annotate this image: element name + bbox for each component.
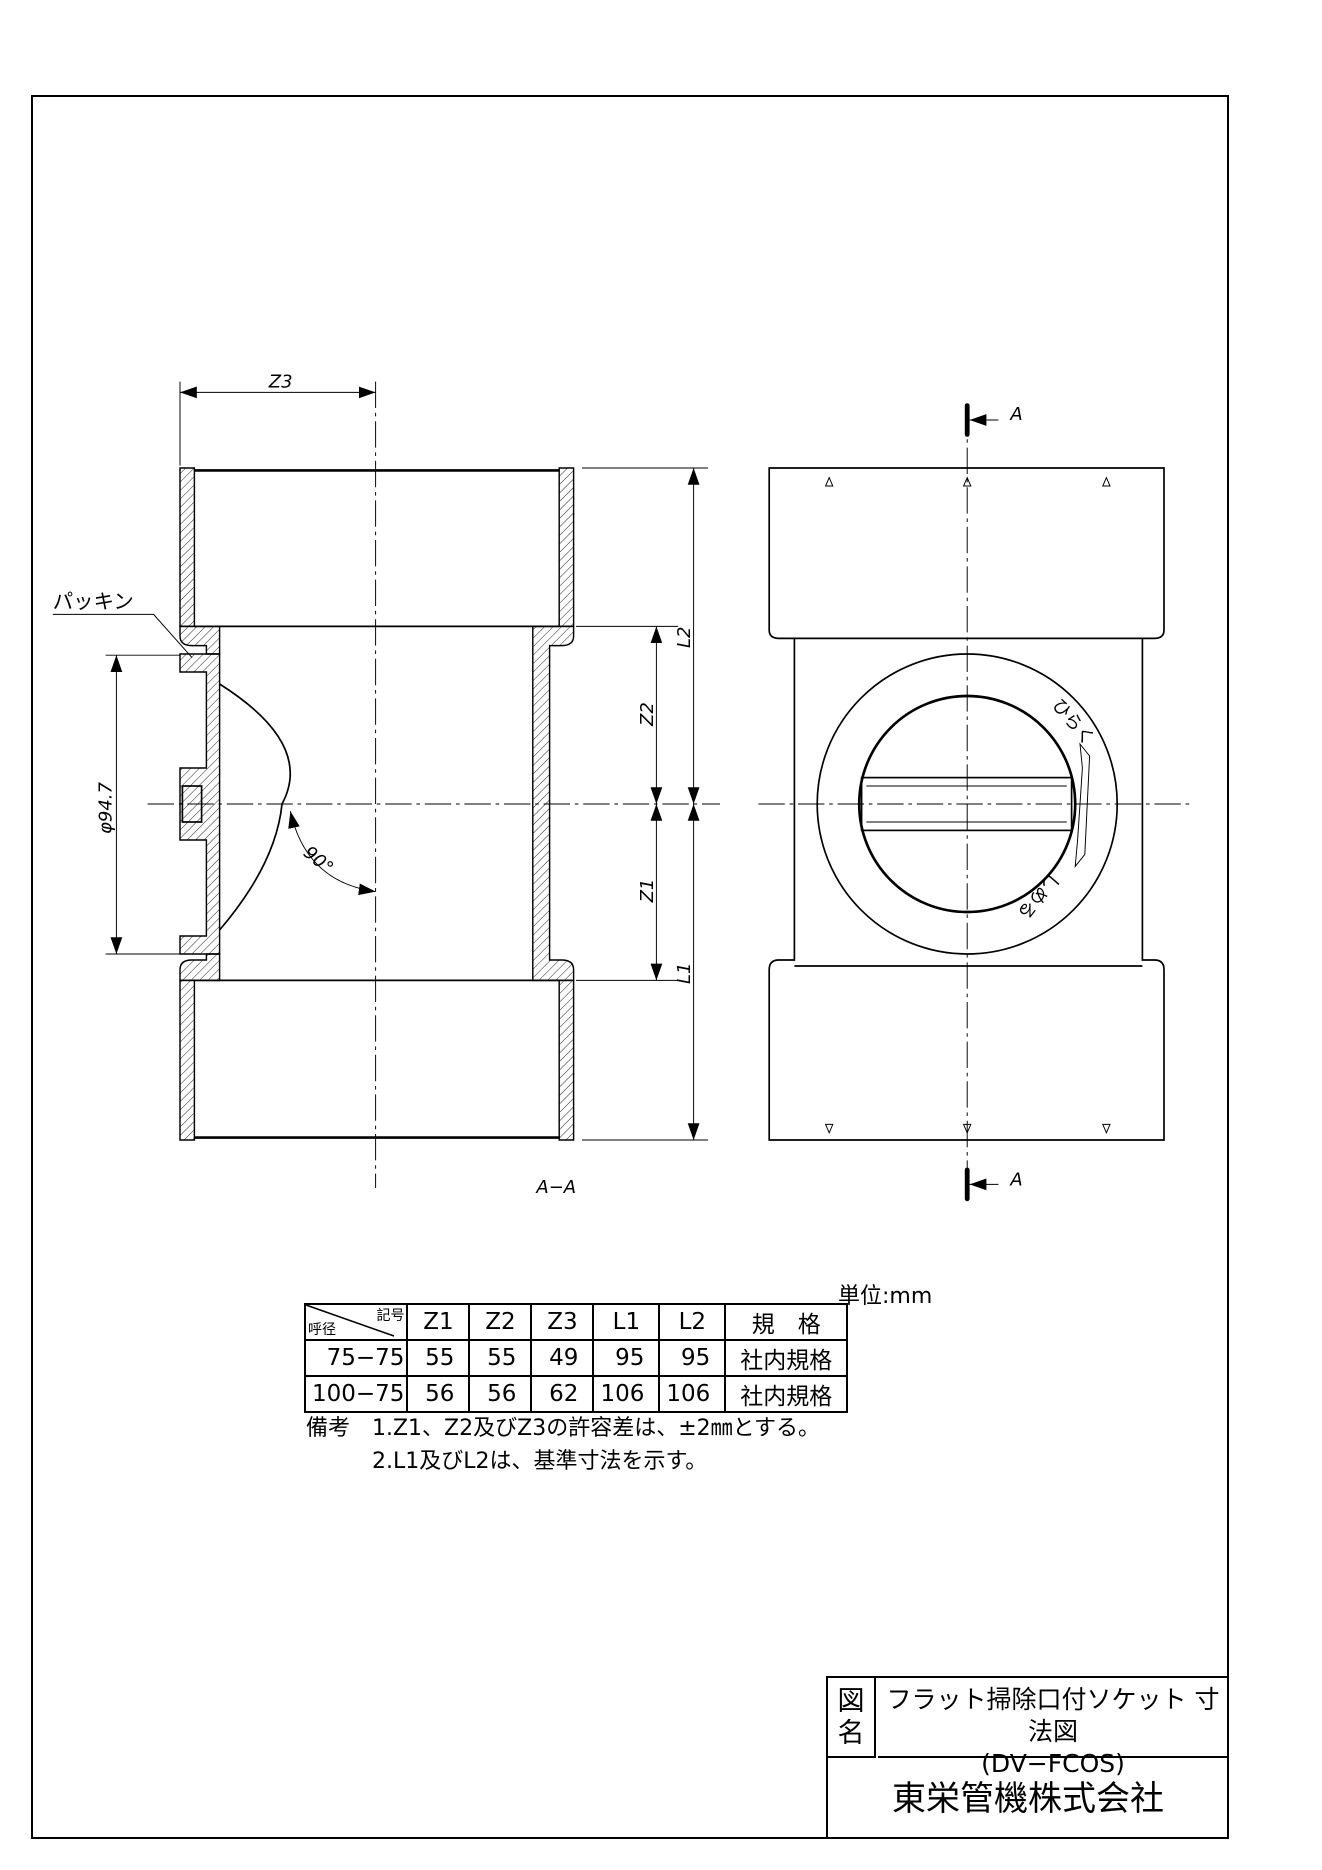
cell-l2: 106 bbox=[658, 1375, 727, 1413]
cell-standard: 社内規格 bbox=[724, 1375, 849, 1413]
header-standard: 規 格 bbox=[724, 1303, 849, 1341]
header-z3: Z3 bbox=[530, 1303, 595, 1341]
header-z1: Z1 bbox=[406, 1303, 471, 1341]
drawing-title: フラット掃除口付ソケット 寸法図 (DV−FCOS) bbox=[878, 1678, 1228, 1778]
cell-standard: 社内規格 bbox=[724, 1339, 849, 1377]
front-view: ひらく しめる A A bbox=[758, 403, 1195, 1202]
close-label: しめる bbox=[1013, 868, 1064, 923]
title-text: フラット掃除口付ソケット 寸法図 bbox=[886, 1685, 1220, 1746]
dim-diameter: φ94.7 bbox=[96, 782, 117, 835]
note-1: 1.Z1、Z2及びZ3の許容差は、±2㎜とする。 bbox=[372, 1416, 820, 1441]
title-block: 図 名 フラット掃除口付ソケット 寸法図 (DV−FCOS) 東栄管機株式会社 bbox=[826, 1676, 1228, 1838]
notes-label: 備考 bbox=[306, 1416, 351, 1441]
note-2: 2.L1及びL2は、基準寸法を示す。 bbox=[372, 1449, 708, 1474]
row-size: 75−75 bbox=[303, 1339, 409, 1377]
company-name: 東栄管機株式会社 bbox=[892, 1779, 1164, 1819]
section-mark-top: A bbox=[1009, 404, 1022, 425]
cell-l2: 95 bbox=[658, 1339, 727, 1377]
cell-z2: 56 bbox=[468, 1375, 533, 1413]
section-mark-bottom: A bbox=[1009, 1170, 1022, 1191]
dim-l1: L1 bbox=[674, 963, 695, 984]
corner-bottom: 呼径 bbox=[308, 1322, 336, 1338]
sheet-border bbox=[31, 95, 1229, 1839]
header-z2: Z2 bbox=[468, 1303, 533, 1341]
cell-z3: 49 bbox=[530, 1339, 595, 1377]
dim-z2: Z2 bbox=[637, 702, 658, 727]
table-row: 75−75 55 55 49 95 95 社内規格 bbox=[303, 1339, 849, 1377]
packing-label: パッキン bbox=[53, 589, 134, 613]
title-label: 図 名 bbox=[828, 1678, 876, 1758]
cell-z1: 56 bbox=[406, 1375, 471, 1413]
cell-l1: 106 bbox=[592, 1375, 661, 1413]
cell-z3: 62 bbox=[530, 1375, 595, 1413]
unit-label: 単位:mm bbox=[838, 1284, 933, 1309]
header-l2: L2 bbox=[658, 1303, 727, 1341]
section-label: A−A bbox=[535, 1177, 576, 1198]
dim-z1: Z1 bbox=[637, 879, 658, 904]
table-header: 記号 呼径 Z1 Z2 Z3 L1 L2 規 格 bbox=[303, 1303, 849, 1341]
cell-z2: 55 bbox=[468, 1339, 533, 1377]
table-row: 100−75 56 56 62 106 106 社内規格 bbox=[303, 1375, 849, 1413]
dim-angle: 90° bbox=[299, 842, 337, 879]
dim-z3: Z3 bbox=[268, 372, 293, 393]
row-size: 100−75 bbox=[303, 1375, 409, 1413]
cell-l1: 95 bbox=[592, 1339, 661, 1377]
section-view: Z3 L2 L1 Z2 Z1 φ94.7 90° パッキン A−A bbox=[52, 372, 721, 1198]
model-text: (DV−FCOS) bbox=[981, 1749, 1125, 1778]
dim-l2: L2 bbox=[674, 627, 695, 648]
corner-top: 記号 bbox=[376, 1308, 405, 1324]
cell-z1: 55 bbox=[406, 1339, 471, 1377]
header-l1: L1 bbox=[592, 1303, 661, 1341]
dimension-table: 記号 呼径 Z1 Z2 Z3 L1 L2 規 格 75−75 55 55 49 … bbox=[303, 1303, 849, 1413]
